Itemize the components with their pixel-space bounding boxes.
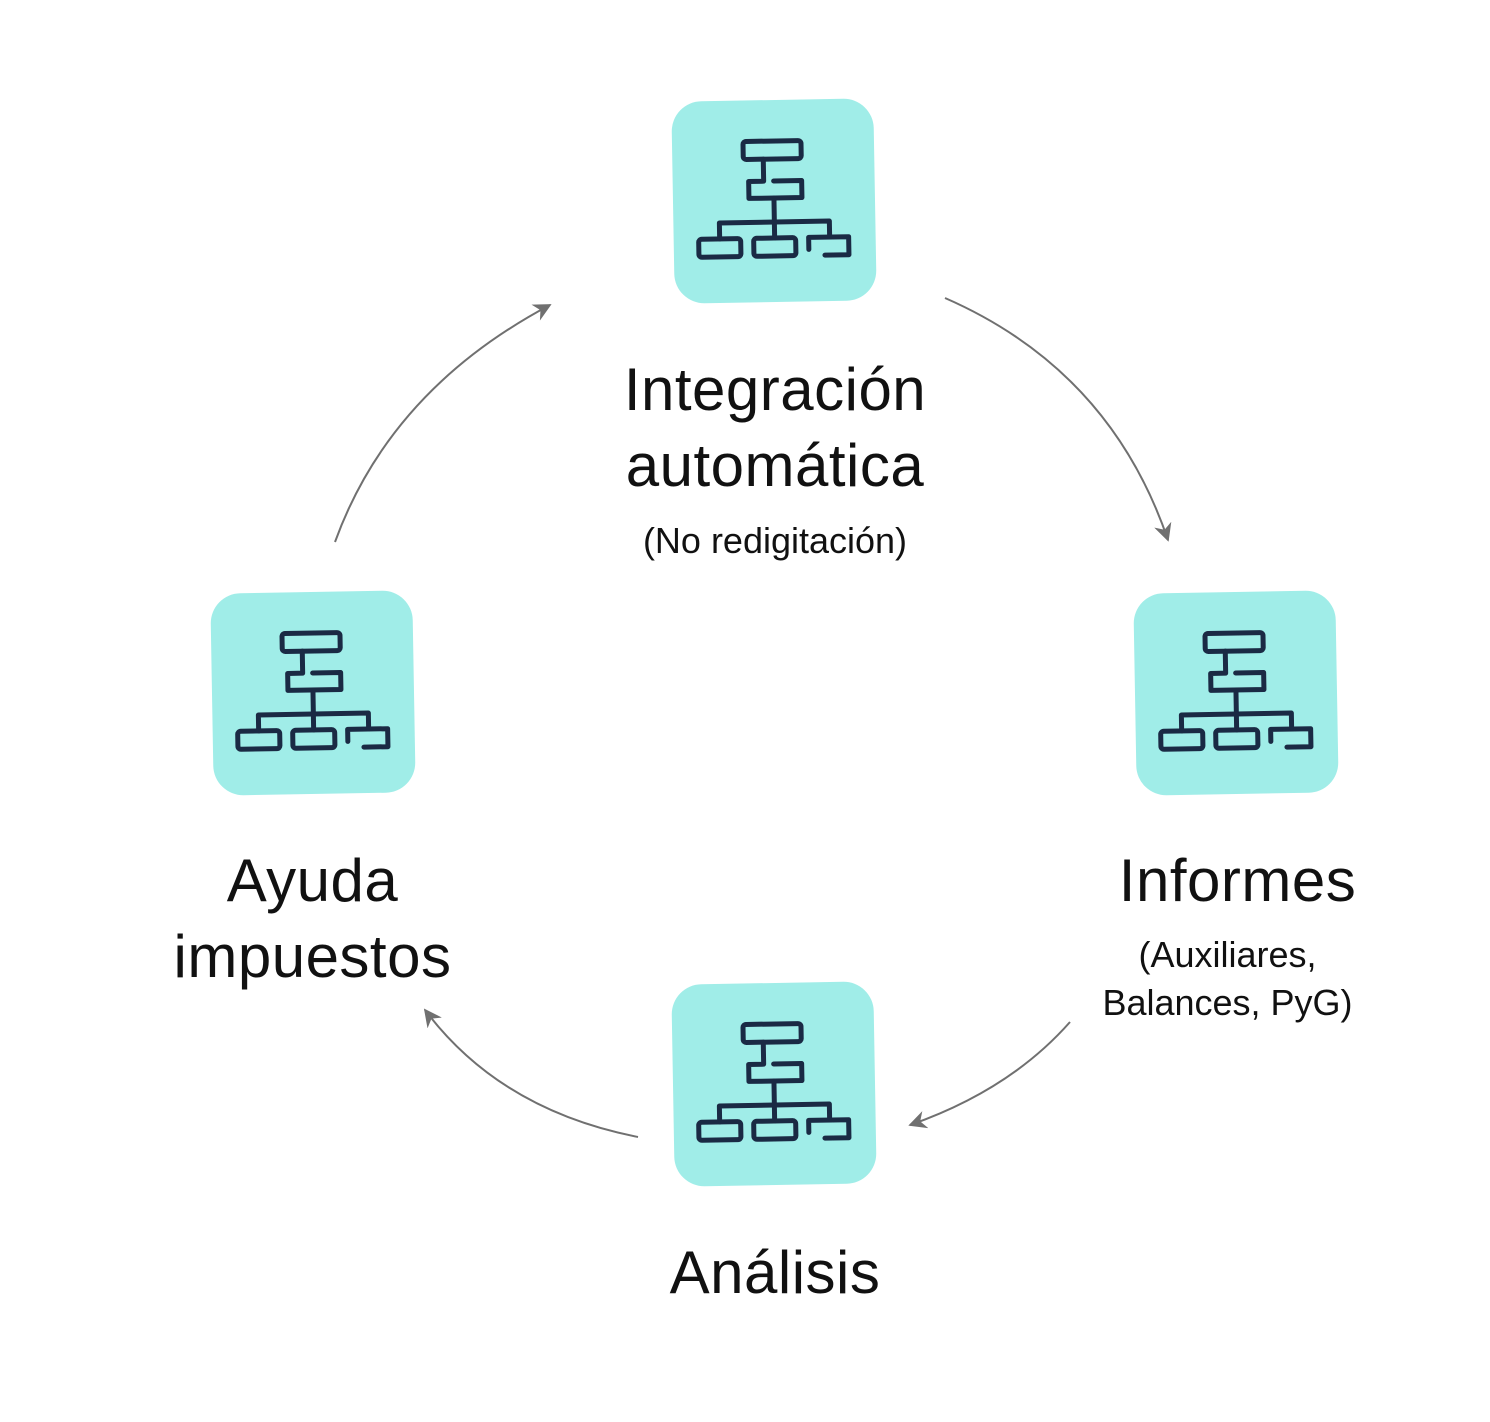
org-chart-icon	[210, 590, 416, 796]
node-title-analisis: Análisis	[669, 1239, 881, 1306]
org-chart-icon	[671, 981, 877, 1187]
node-subtitle-integracion: (No redigitación)	[642, 520, 908, 561]
node-subtitle-informes: (Auxiliares, Balances, PyG)	[1102, 934, 1353, 1023]
arrow-integracion-to-informes	[944, 297, 1172, 542]
org-chart-icon	[1133, 590, 1339, 796]
node-title-informes: Informes	[1118, 847, 1357, 914]
node-title-integracion: Integración automática	[623, 356, 927, 499]
arrow-informes-to-analisis	[908, 1021, 1071, 1129]
node-title-ayuda: Ayuda impuestos	[173, 847, 452, 990]
arrow-analisis-to-ayuda	[423, 1008, 639, 1138]
arrow-ayuda-to-integracion	[334, 304, 552, 543]
org-chart-icon	[671, 98, 877, 304]
